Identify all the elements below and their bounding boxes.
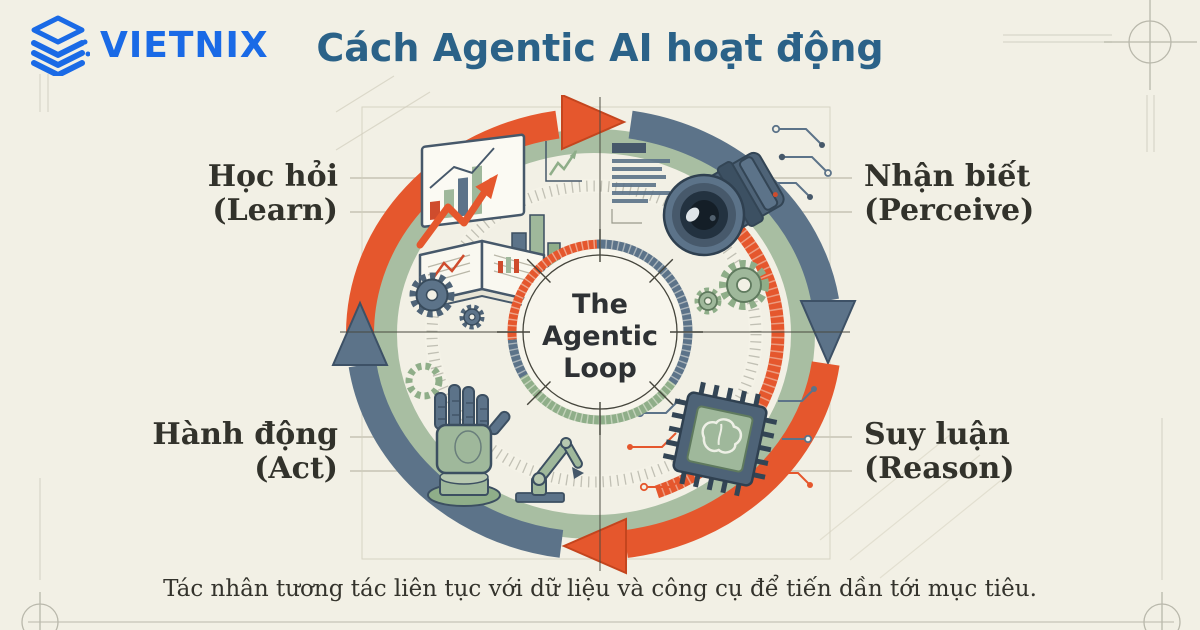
svg-text:Agentic: Agentic <box>542 321 658 352</box>
label-reason: Suy luận (Reason) <box>864 418 1015 486</box>
hub-tick-marks <box>497 229 703 435</box>
page-title: Cách Agentic AI hoạt động <box>316 26 884 70</box>
vietnix-logo: VIETNIX <box>26 14 269 76</box>
label-act-vi: Hành động <box>152 417 338 452</box>
center-label: The Agentic Loop <box>542 289 658 384</box>
arrowhead-bottom-icon <box>561 517 627 575</box>
learn-mini-chart-icon <box>545 141 582 182</box>
label-learn-en: (Learn) <box>212 193 338 228</box>
perceive-gears-icon <box>694 260 769 315</box>
learn-gears-icon <box>409 272 485 330</box>
sage-ring <box>373 129 815 539</box>
perceive-document-icon <box>611 143 670 224</box>
caption: Tác nhân tương tác liên tục với dữ liệu … <box>163 576 1037 602</box>
label-learn-vi: Học hỏi <box>207 159 338 194</box>
label-perceive-en: (Perceive) <box>864 193 1035 228</box>
reason-ai-chip-brain-icon <box>662 381 778 497</box>
act-gear-outline-icon <box>405 362 443 400</box>
vietnix-stack-icon <box>31 15 90 76</box>
hatch-lines <box>335 75 1011 579</box>
label-act: Hành động (Act) <box>152 418 338 486</box>
label-learn: Học hỏi (Learn) <box>208 160 338 228</box>
svg-text:The: The <box>572 289 628 320</box>
label-reason-vi: Suy luận <box>864 417 1010 452</box>
arrow-reason-to-act <box>624 361 840 558</box>
label-act-en: (Act) <box>254 451 338 486</box>
perceive-quadrant-icons <box>611 124 832 315</box>
dial-ring <box>425 179 763 489</box>
learn-trend-arrow-icon <box>416 174 498 249</box>
perceive-camera-lens-icon <box>662 151 785 257</box>
brand-name: VIETNIX <box>100 24 269 66</box>
learn-quadrant-icons <box>409 133 582 330</box>
agentic-loop-diagram: The Agentic Loop <box>331 95 857 575</box>
act-robot-arm-icon <box>515 437 584 503</box>
label-reason-en: (Reason) <box>864 451 1015 486</box>
svg-text:Loop: Loop <box>563 353 637 384</box>
reason-quadrant-icons <box>626 353 817 497</box>
act-robot-hand-icon <box>427 384 511 507</box>
label-perceive: Nhận biết (Perceive) <box>864 160 1034 228</box>
arrow-act-to-learn <box>348 362 564 558</box>
label-perceive-vi: Nhận biết <box>864 159 1031 194</box>
act-quadrant-icons <box>405 362 584 507</box>
arrowhead-left-icon <box>331 300 389 366</box>
center-hub: The Agentic Loop <box>497 229 703 435</box>
arrowhead-top-icon <box>561 95 627 151</box>
